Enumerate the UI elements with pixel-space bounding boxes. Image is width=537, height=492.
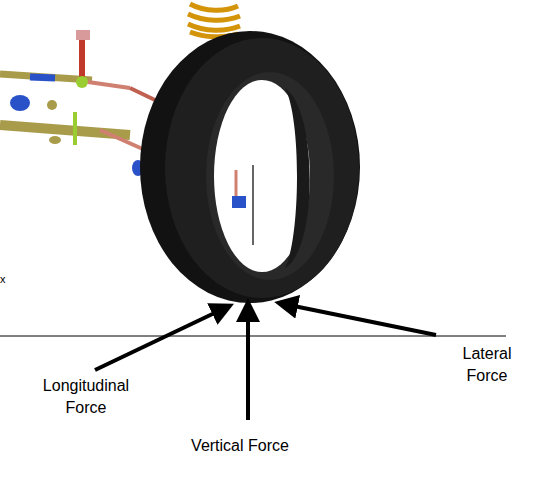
force-label: x <box>0 272 12 286</box>
force-label: Vertical Force <box>160 435 320 457</box>
force-arrow <box>284 304 436 335</box>
force-arrow <box>95 308 225 370</box>
tire <box>140 31 360 303</box>
force-arrow <box>246 308 250 420</box>
force-label: Lateral Force <box>445 343 529 387</box>
force-label: Longitudinal Force <box>28 375 144 419</box>
